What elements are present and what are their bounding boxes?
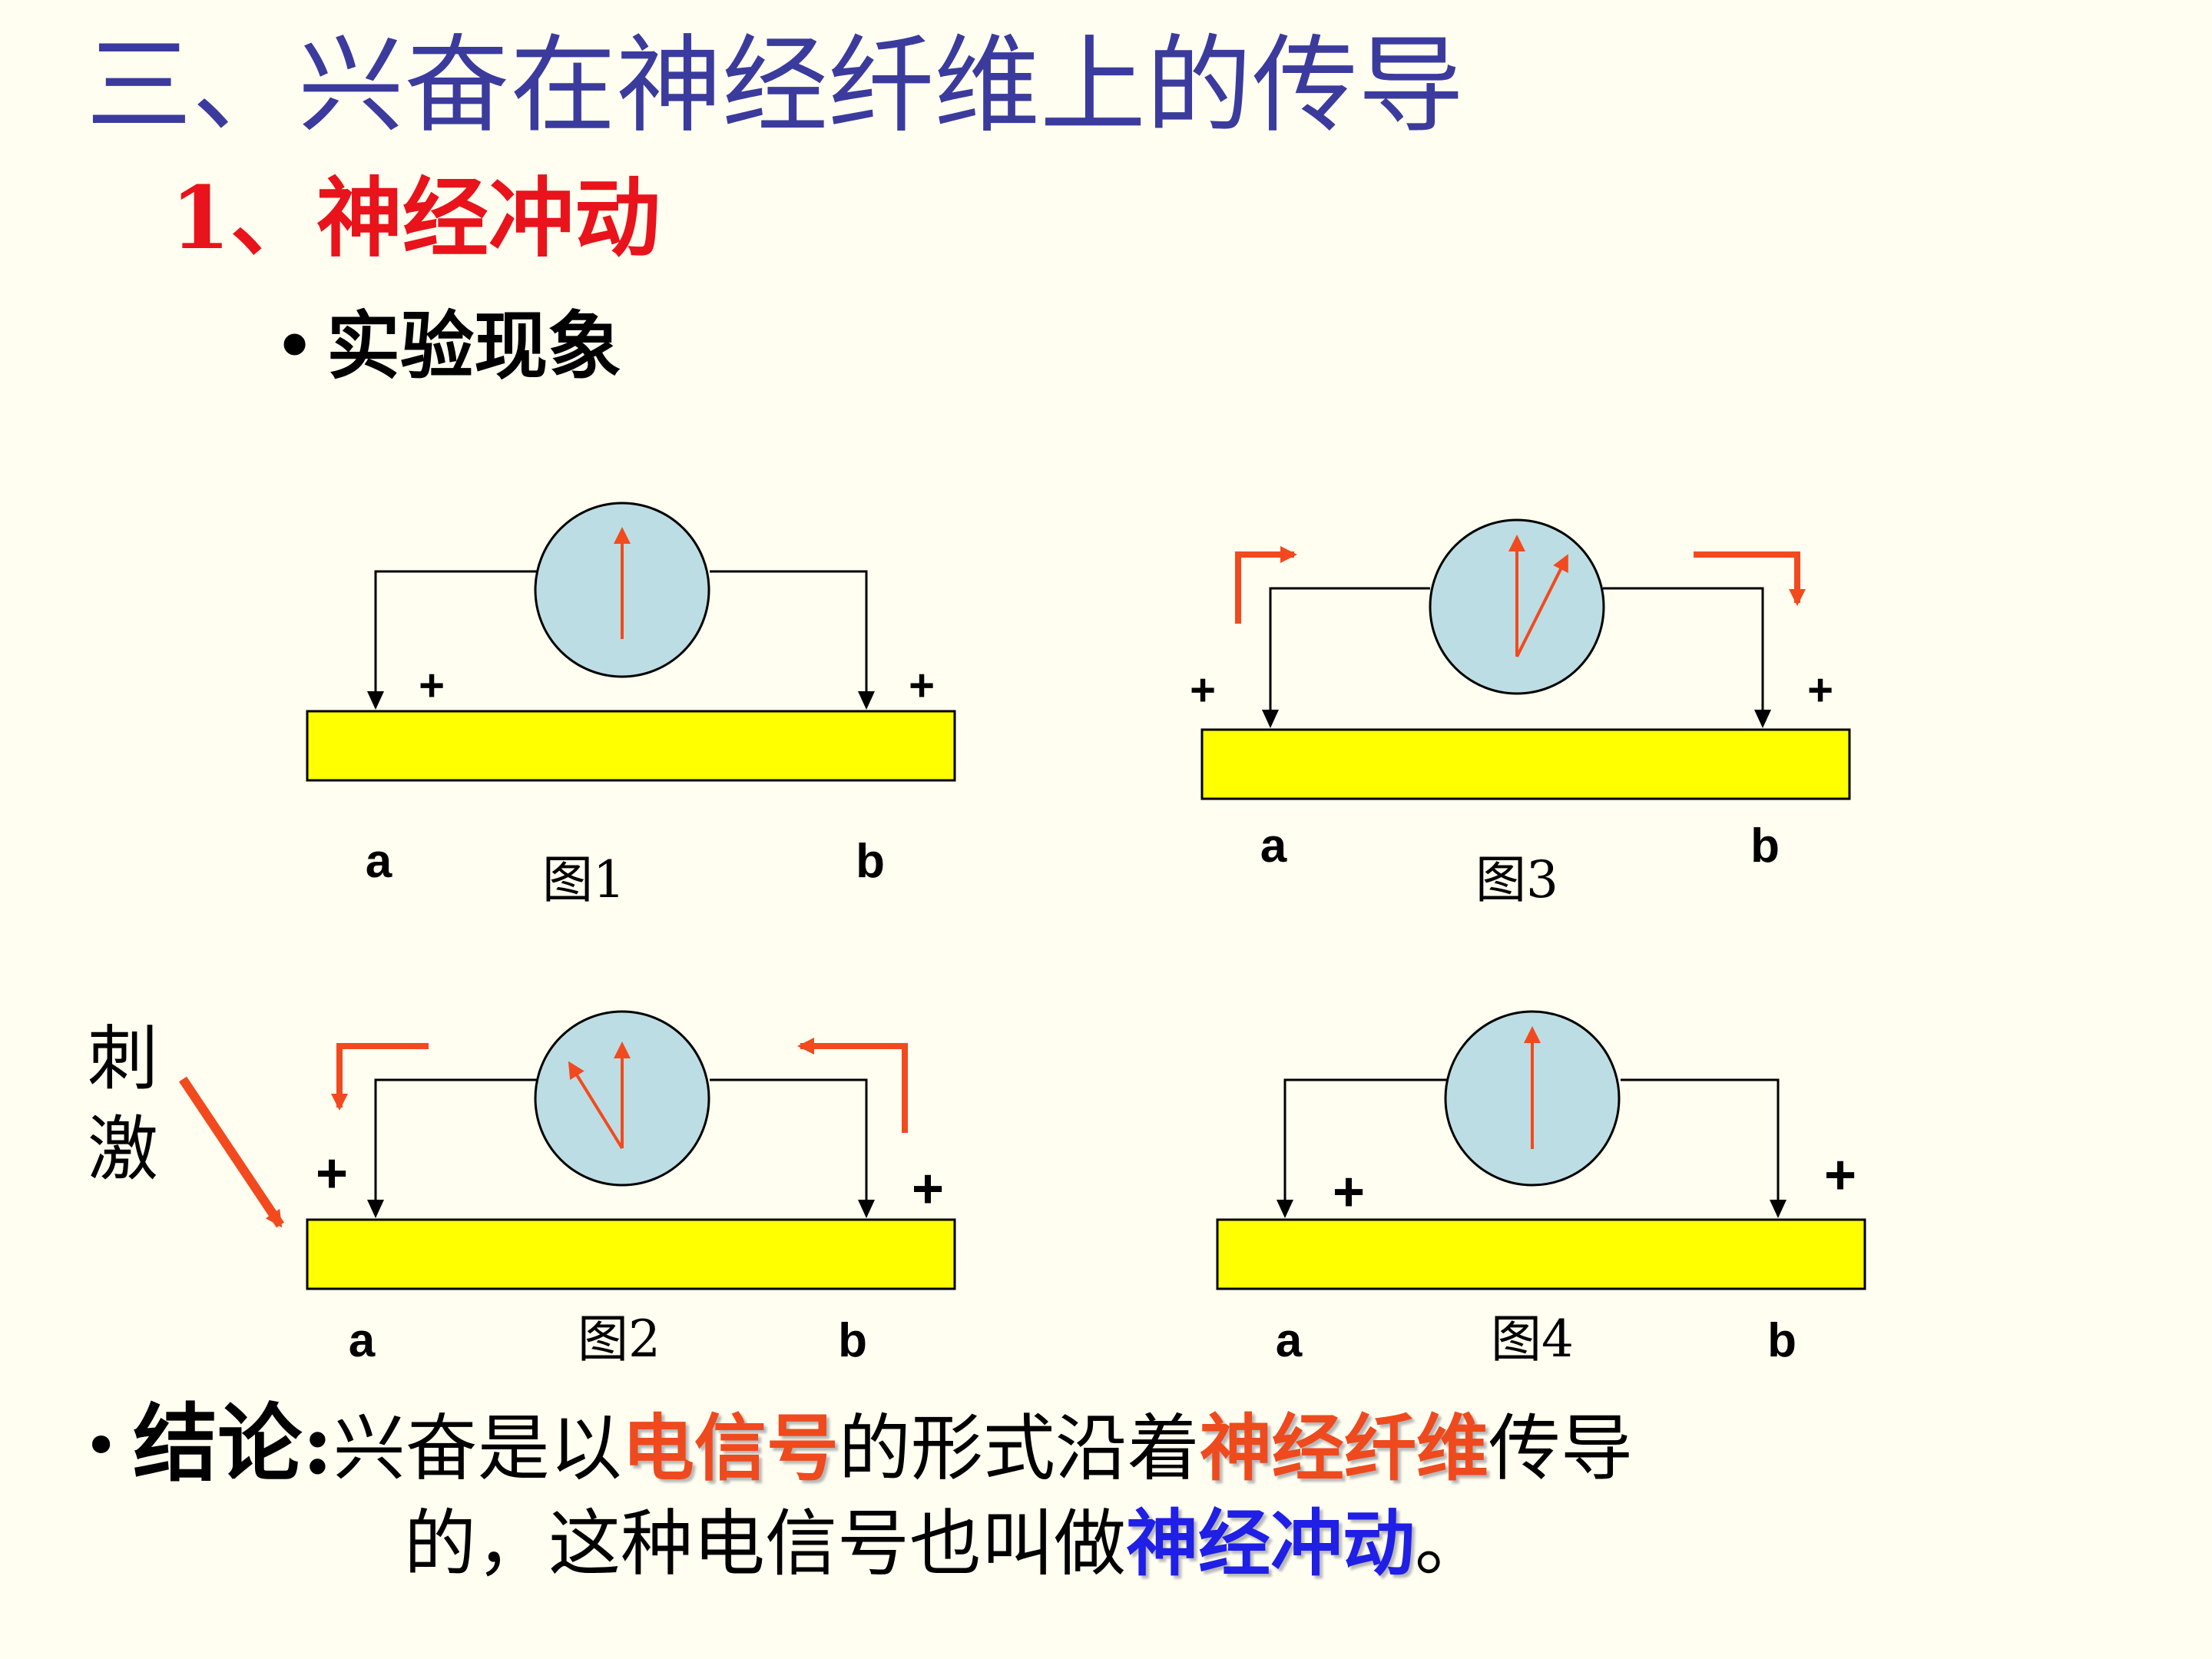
sign-a: + [1190, 665, 1216, 715]
figure-caption: 图4 [1491, 1310, 1574, 1369]
electrode-tip-a-icon [1262, 710, 1279, 728]
current-arrow-right [797, 1038, 908, 1133]
conclusion-text-3: 传导 [1488, 1407, 1633, 1491]
electrode-tip-a-icon [1277, 1200, 1293, 1218]
highlight-nerve-fiber: 神经纤维 [1199, 1406, 1488, 1491]
conclusion-line-1: •结论:兴奋是以电信号的形式沿着神经纤维传导 [83, 1394, 1633, 1499]
electrode-wire-a [1269, 587, 1430, 724]
conclusion-lead: 结论: [133, 1394, 333, 1493]
sign-b: + [1807, 665, 1833, 715]
figure-caption: 图3 [1475, 850, 1558, 909]
sign-a: + [316, 1143, 348, 1204]
electrode-tip-b-icon [858, 1200, 875, 1218]
electrode-wire-a [374, 570, 538, 705]
label-a: a [349, 1314, 376, 1367]
sign-a: + [1333, 1161, 1365, 1223]
electrode-wire-b [710, 1078, 868, 1214]
current-arrow-left [331, 1043, 429, 1111]
bullet-dot-icon: • [275, 310, 315, 382]
conclusion-text-4: 的，这种电信号也叫做 [404, 1502, 1127, 1586]
figure-caption: 图2 [578, 1310, 661, 1369]
current-arrow-left [1235, 546, 1297, 624]
conclusion-text-2: 的形式沿着 [838, 1407, 1200, 1491]
electrode-tip-b-icon [858, 691, 875, 710]
stimulus-arrow [179, 1076, 284, 1228]
figure-2: + + a b 图2 [179, 1010, 956, 1369]
conclusion-text-5: 。 [1415, 1502, 1488, 1586]
label-b: b [838, 1314, 867, 1367]
label-a: a [1276, 1314, 1303, 1367]
electrode-wire-b [1621, 1078, 1780, 1214]
conclusion-line-2: 的，这种电信号也叫做神经冲动。 [404, 1494, 1487, 1594]
label-a: a [366, 835, 392, 888]
highlight-nerve-impulse: 神经冲动 [1126, 1502, 1416, 1586]
bullet-experiment-text: 实验现象 [326, 303, 622, 389]
sign-a: + [419, 661, 445, 710]
galvanometer-needle-deflected [568, 1061, 624, 1150]
sign-b: + [909, 661, 935, 710]
sign-b: + [912, 1158, 944, 1220]
electrode-tip-b-icon [1770, 1200, 1786, 1218]
bullet-experiment: •实验现象 [275, 296, 621, 396]
electrode-wire-a [374, 1078, 538, 1214]
page-title: 三、兴奋在神经纤维上的传导 [86, 24, 1465, 147]
conclusion-text-1: 兴奋是以 [333, 1407, 622, 1491]
sign-b: + [1824, 1144, 1856, 1206]
figure-4: + + a b 图4 [1216, 1010, 1866, 1369]
figure-3: + + a b 图3 [1190, 518, 1851, 909]
nerve-fiber [1200, 728, 1851, 800]
label-b: b [1750, 820, 1780, 873]
nerve-fiber [306, 1218, 956, 1290]
electrode-tip-a-icon [367, 1200, 384, 1218]
highlight-electric-signal: 电信号 [621, 1406, 839, 1491]
electrode-wire-b [710, 570, 868, 705]
label-a: a [1260, 820, 1287, 873]
nerve-fiber [306, 710, 956, 782]
electrode-wire-b [1603, 587, 1764, 724]
electrode-tip-a-icon [367, 691, 384, 710]
conclusion: •结论:兴奋是以电信号的形式沿着神经纤维传导 的，这种电信号也叫做神经冲动。 [83, 1394, 1633, 1586]
bullet-dot-icon: • [83, 1410, 120, 1482]
nerve-fiber [1216, 1218, 1866, 1290]
galvanometer-needle-deflected [1515, 554, 1568, 657]
section-subtitle: 1、神经冲动 [171, 168, 661, 269]
current-arrow-right [1694, 551, 1806, 606]
electrode-tip-b-icon [1754, 710, 1771, 728]
label-b: b [856, 835, 885, 888]
label-b: b [1767, 1314, 1796, 1367]
stimulus-label: 刺激 [87, 1018, 158, 1190]
figure-caption: 图1 [542, 850, 625, 909]
electrode-wire-a [1283, 1078, 1448, 1214]
figure-1: + + a b 图1 [306, 502, 956, 909]
